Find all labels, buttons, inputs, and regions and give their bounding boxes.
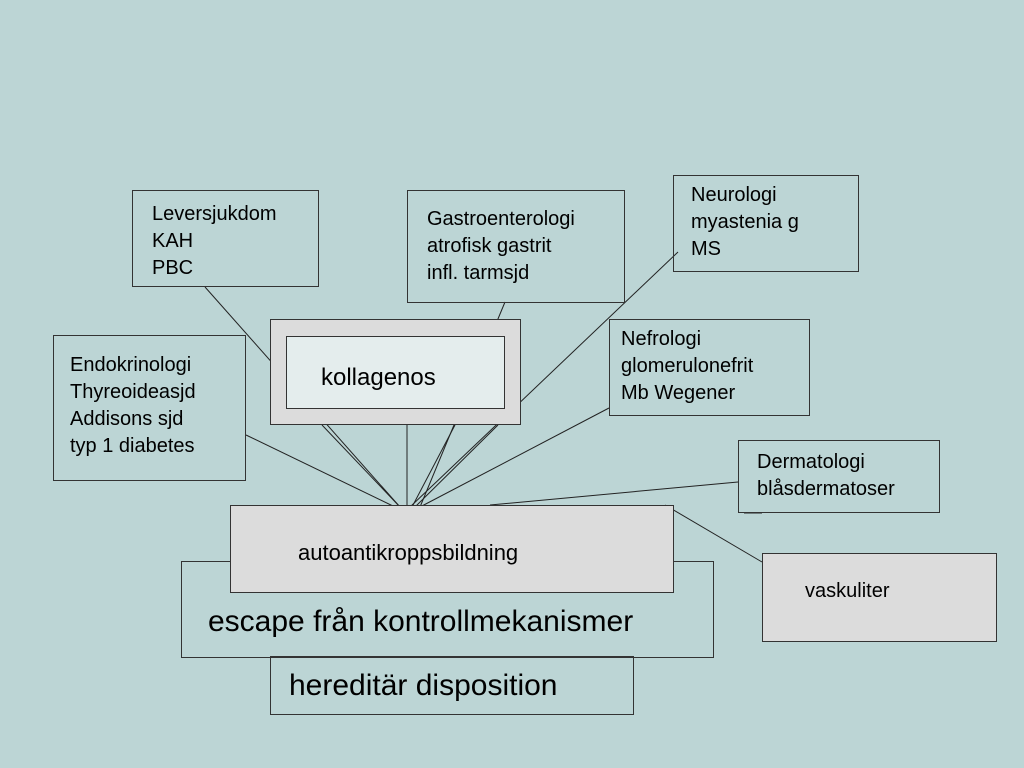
vaskuliter-label: vaskuliter xyxy=(805,580,890,602)
leversjukdom-line-1: Leversjukdom xyxy=(152,203,277,225)
escape-box: escape från kontrollmekanismer xyxy=(181,561,714,658)
gastro-line-2: atrofisk gastrit xyxy=(427,235,552,257)
neurologi-box: Neurologi myastenia g MS xyxy=(673,175,859,272)
endokrinologi-line-2: Thyreoideasjd xyxy=(70,381,196,403)
neurologi-line-1: Neurologi xyxy=(691,184,777,206)
leversjukdom-line-2: KAH xyxy=(152,230,194,252)
connector-neurologi xyxy=(409,251,679,508)
dermatologi-line-1: Dermatologi xyxy=(757,451,865,473)
connector-endokrinologi xyxy=(245,434,396,508)
connector-dermatologi xyxy=(489,481,739,506)
kollagenos-label: kollagenos xyxy=(321,364,436,391)
kollagenos-inner-box: kollagenos xyxy=(286,336,505,409)
autoantikropp-box: autoantikroppsbildning xyxy=(230,505,674,593)
endokrinologi-line-4: typ 1 diabetes xyxy=(70,435,195,457)
neurologi-line-3: MS xyxy=(691,238,721,260)
vaskuliter-box: vaskuliter xyxy=(762,553,997,642)
connector-kollagenos-1 xyxy=(321,424,401,508)
endokrinologi-line-3: Addisons sjd xyxy=(70,408,184,430)
nefrologi-line-1: Nefrologi xyxy=(621,328,702,350)
connector-vaskuliter xyxy=(664,504,763,563)
autoantikropp-label: autoantikroppsbildning xyxy=(298,540,519,565)
connector-kollagenos-4 xyxy=(414,424,499,508)
hereditar-label: hereditär disposition xyxy=(289,669,558,702)
gastro-line-1: Gastroenterologi xyxy=(427,208,575,230)
dermatologi-box: Dermatologi blåsdermatoser xyxy=(738,440,940,513)
gastro-line-3: infl. tarmsjd xyxy=(427,262,530,284)
kollagenos-outer-box: kollagenos xyxy=(270,319,521,425)
hereditar-box: hereditär disposition xyxy=(270,656,634,715)
dermatologi-line-2: blåsdermatoser xyxy=(757,478,895,500)
escape-label: escape från kontrollmekanismer xyxy=(208,605,634,638)
endokrinologi-box: Endokrinologi Thyreoideasjd Addisons sjd… xyxy=(53,335,246,481)
nefrologi-line-3: Mb Wegener xyxy=(621,382,736,404)
connector-nefrologi xyxy=(419,407,610,508)
gastro-box: Gastroenterologi atrofisk gastrit infl. … xyxy=(407,190,625,303)
nefrologi-box: Nefrologi glomerulonefrit Mb Wegener xyxy=(609,319,810,416)
neurologi-line-2: myastenia g xyxy=(691,211,799,233)
leversjukdom-box: Leversjukdom KAH PBC xyxy=(132,190,319,287)
connector-kollagenos-3 xyxy=(411,424,456,508)
leversjukdom-line-3: PBC xyxy=(152,257,194,279)
nefrologi-line-2: glomerulonefrit xyxy=(621,355,754,377)
endokrinologi-line-1: Endokrinologi xyxy=(70,354,192,376)
